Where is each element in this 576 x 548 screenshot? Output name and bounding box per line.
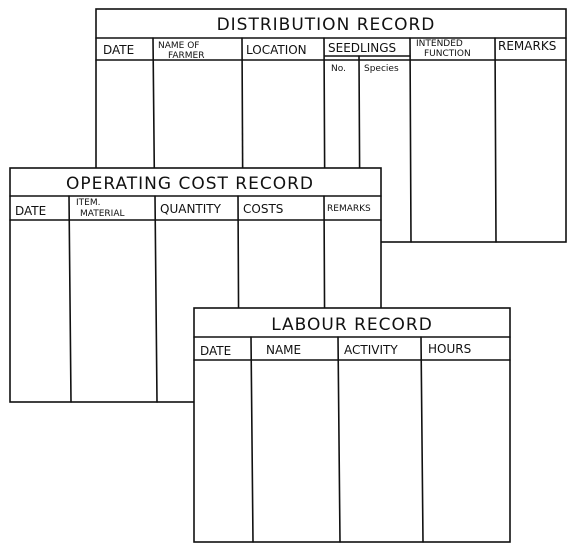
distribution-col-location: LOCATION (246, 43, 307, 57)
labour-col-line (420, 336, 424, 543)
operating-col-quantity: QUANTITY (160, 202, 222, 216)
operating-col-line (154, 195, 158, 403)
operating-col-date: DATE (15, 204, 46, 218)
labour-record-frame (193, 307, 511, 543)
distribution-col-date: DATE (103, 43, 134, 57)
operating-cost-record-title: OPERATING COST RECORD (66, 174, 314, 194)
distribution-col-line (494, 37, 497, 243)
operating-col-costs: COSTS (243, 202, 283, 216)
distribution-col-remarks: REMARKS (498, 39, 556, 53)
distribution-col-line (409, 37, 412, 243)
operating-col-item-line2: MATERIAL (80, 209, 125, 219)
labour-col-activity: ACTIVITY (344, 343, 398, 357)
labour-col-hours: HOURS (428, 342, 471, 356)
distribution-col-name-line2: FARMER (168, 51, 204, 61)
operating-col-line (68, 195, 72, 403)
distribution-col-function-line2: FUNCTION (424, 49, 471, 59)
distribution-sub-species: Species (364, 64, 399, 74)
labour-record-title: LABOUR RECORD (271, 315, 433, 335)
labour-col-line (250, 336, 254, 543)
labour-col-line (337, 336, 341, 543)
labour-record-form: LABOUR RECORD DATE NAME ACTIVITY HOURS (193, 307, 511, 543)
distribution-col-name-line1: NAME OF (158, 41, 199, 51)
operating-col-remarks: REMARKS (327, 204, 371, 214)
distribution-col-seedlings: SEEDLINGS (328, 41, 396, 55)
distribution-sub-no: No. (331, 64, 346, 74)
operating-col-item-line1: ITEM. (76, 198, 100, 208)
distribution-record-title: DISTRIBUTION RECORD (217, 15, 436, 35)
labour-col-name: NAME (266, 343, 301, 357)
distribution-col-function-line1: INTENDED (416, 39, 463, 49)
labour-col-date: DATE (200, 344, 231, 358)
